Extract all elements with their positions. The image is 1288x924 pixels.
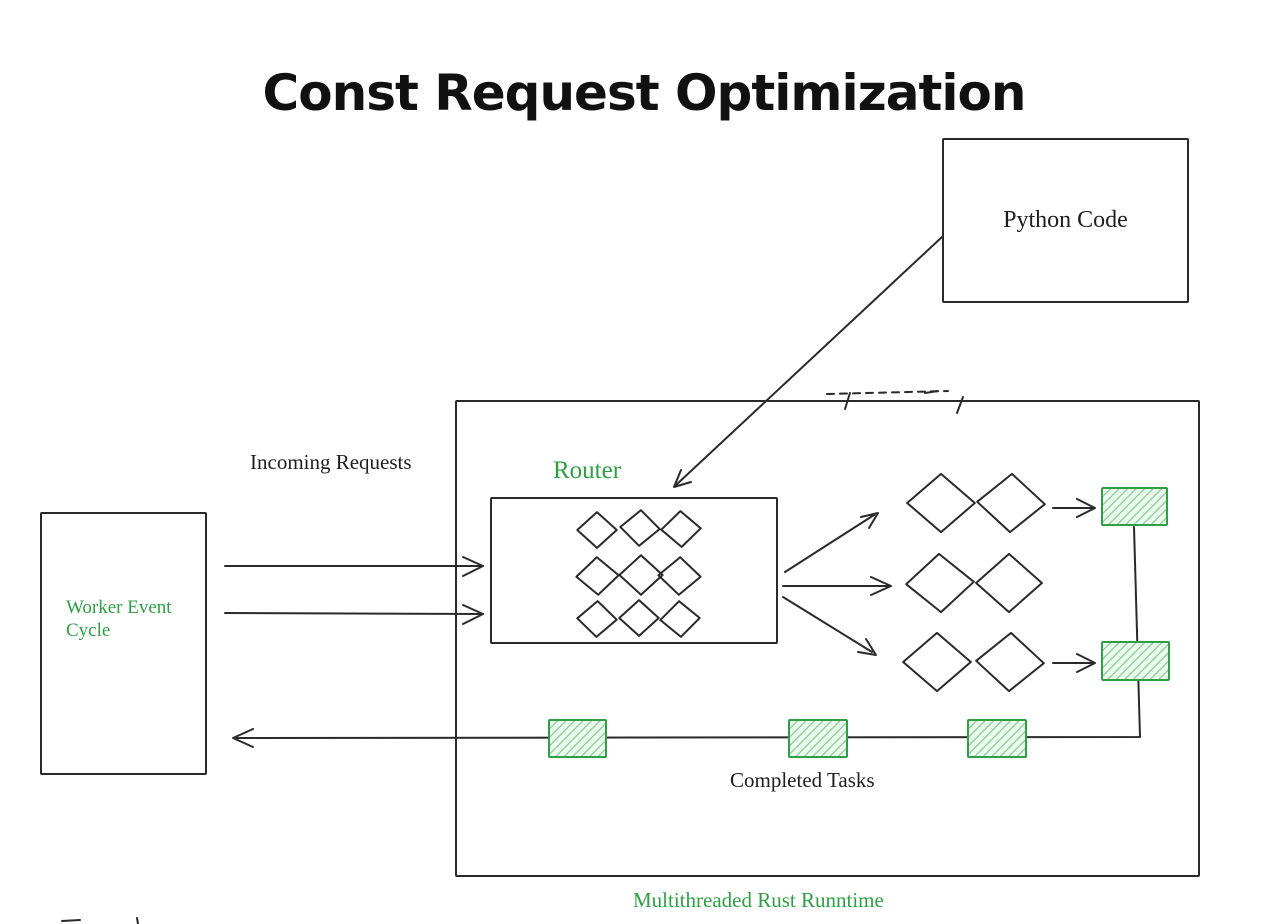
thread-diamond — [901, 631, 973, 693]
fanout-arrow-mid — [782, 576, 892, 596]
page-title: Const Request Optimization — [262, 64, 1027, 122]
completed-task-rect-3 — [967, 719, 1027, 758]
worker-event-cycle-box — [40, 512, 207, 775]
router-diamond — [618, 599, 660, 637]
thread-diamond — [974, 552, 1044, 614]
python-code-label: Python Code — [1003, 207, 1128, 233]
completed-tasks-label: Completed Tasks — [730, 768, 875, 792]
rust-runtime-box — [455, 400, 1200, 877]
tick-mark-2 — [956, 396, 964, 414]
router-diamond — [659, 509, 702, 548]
task-rect-right — [1101, 641, 1170, 681]
router-diamond — [658, 599, 702, 639]
worker-event-cycle-label: Worker Event Cycle — [66, 597, 172, 641]
router-box — [490, 497, 778, 644]
router-diamond — [575, 599, 618, 638]
clipped-text-remnant-1 — [61, 919, 81, 922]
router-diamond — [656, 555, 702, 597]
completed-task-rect-2 — [788, 719, 848, 758]
router-diamond — [618, 508, 662, 548]
python-code-box: Python Code — [942, 138, 1189, 303]
thread-diamond — [903, 551, 977, 615]
incoming-arrow-2 — [224, 604, 484, 625]
clipped-text-remnant-2 — [136, 917, 139, 924]
fanout-arrow-top — [784, 512, 879, 573]
erased-text-remnant — [826, 390, 949, 395]
runtime-caption: Multithreaded Rust Runntime — [633, 888, 884, 912]
pair-top-arrow — [1052, 498, 1096, 518]
router-diamond — [618, 554, 664, 596]
thread-diamond — [905, 472, 977, 534]
python-to-router-arrow — [673, 236, 943, 488]
erased-text-remnant-dark — [924, 390, 939, 394]
completed-chain-return-arrow — [232, 526, 1141, 748]
task-rect-top — [1101, 487, 1168, 526]
thread-diamond — [974, 471, 1048, 535]
fanout-arrow-bottom — [782, 596, 877, 656]
thread-diamond — [973, 630, 1047, 694]
router-label: Router — [553, 457, 622, 484]
pair-bottom-arrow — [1052, 653, 1096, 673]
router-diamond — [576, 511, 618, 549]
completed-task-rect-1 — [548, 719, 607, 758]
incoming-requests-label: Incoming Requests — [250, 450, 412, 474]
router-diamond — [574, 555, 620, 597]
incoming-arrow-1 — [224, 556, 484, 577]
